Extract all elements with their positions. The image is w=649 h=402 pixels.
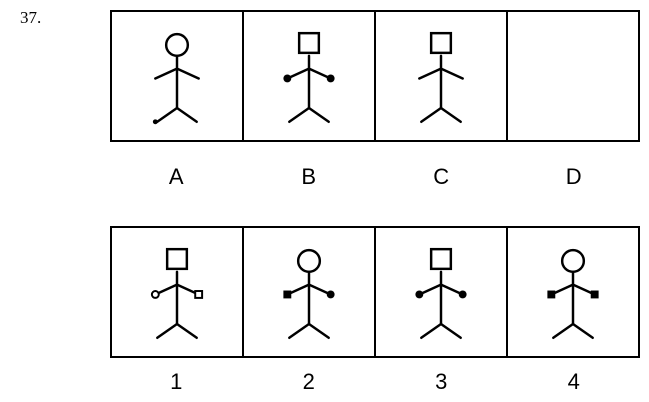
stick-figure-4 xyxy=(508,228,638,356)
left-leg xyxy=(289,324,309,338)
stick-figure-a xyxy=(112,12,242,140)
right-hand-marker xyxy=(327,75,335,83)
head-square xyxy=(299,33,319,53)
right-hand-marker xyxy=(195,291,202,298)
head-square xyxy=(167,249,187,269)
left-hand-marker xyxy=(283,75,291,83)
head-circle xyxy=(562,250,584,272)
problem-label-b: B xyxy=(243,165,376,189)
stick-figure-1 xyxy=(112,228,242,356)
stick-figure-d xyxy=(508,12,638,140)
right-hand-marker xyxy=(591,291,599,299)
left-leg xyxy=(553,324,573,338)
problem-label-a: A xyxy=(110,165,243,189)
problem-labels: A B C D xyxy=(110,165,640,189)
right-arm xyxy=(441,69,463,79)
head-square xyxy=(431,249,451,269)
problem-figure-b xyxy=(242,12,374,140)
right-leg xyxy=(573,324,593,338)
left-hand-marker xyxy=(415,291,423,299)
head-square xyxy=(431,33,451,53)
right-leg xyxy=(177,324,197,338)
answer-label-4: 4 xyxy=(508,370,641,394)
left-hand-marker xyxy=(283,291,291,299)
left-leg xyxy=(157,324,177,338)
right-leg xyxy=(177,108,197,122)
question-number: 37. xyxy=(20,8,41,28)
answer-figure-3[interactable] xyxy=(374,228,506,356)
problem-label-d: D xyxy=(508,165,641,189)
left-leg xyxy=(421,324,441,338)
answer-label-3: 3 xyxy=(375,370,508,394)
stick-figure-b xyxy=(244,12,374,140)
stick-figure-2 xyxy=(244,228,374,356)
stick-figure-c xyxy=(376,12,506,140)
right-hand-marker xyxy=(459,291,467,299)
problem-figure-c xyxy=(374,12,506,140)
left-foot-marker xyxy=(153,119,158,124)
stick-figure-3 xyxy=(376,228,506,356)
problem-figures-strip xyxy=(110,10,640,142)
left-leg xyxy=(421,108,441,122)
right-leg xyxy=(441,324,461,338)
answer-label-1: 1 xyxy=(110,370,243,394)
left-arm xyxy=(419,69,441,79)
answer-figure-4[interactable] xyxy=(506,228,638,356)
problem-figure-a xyxy=(112,12,242,140)
left-leg xyxy=(157,108,177,122)
answer-labels: 1 2 3 4 xyxy=(110,370,640,394)
head-circle xyxy=(298,250,320,272)
left-leg xyxy=(289,108,309,122)
right-leg xyxy=(309,108,329,122)
answer-figure-2[interactable] xyxy=(242,228,374,356)
left-arm xyxy=(155,69,177,79)
answer-figure-1[interactable] xyxy=(112,228,242,356)
head-circle xyxy=(166,34,188,56)
left-hand-marker xyxy=(547,291,555,299)
answer-label-2: 2 xyxy=(243,370,376,394)
problem-figure-d-blank xyxy=(506,12,638,140)
right-arm xyxy=(177,69,199,79)
right-leg xyxy=(441,108,461,122)
right-leg xyxy=(309,324,329,338)
right-hand-marker xyxy=(327,291,335,299)
problem-label-c: C xyxy=(375,165,508,189)
left-hand-marker xyxy=(152,291,159,298)
answer-figures-strip xyxy=(110,226,640,358)
